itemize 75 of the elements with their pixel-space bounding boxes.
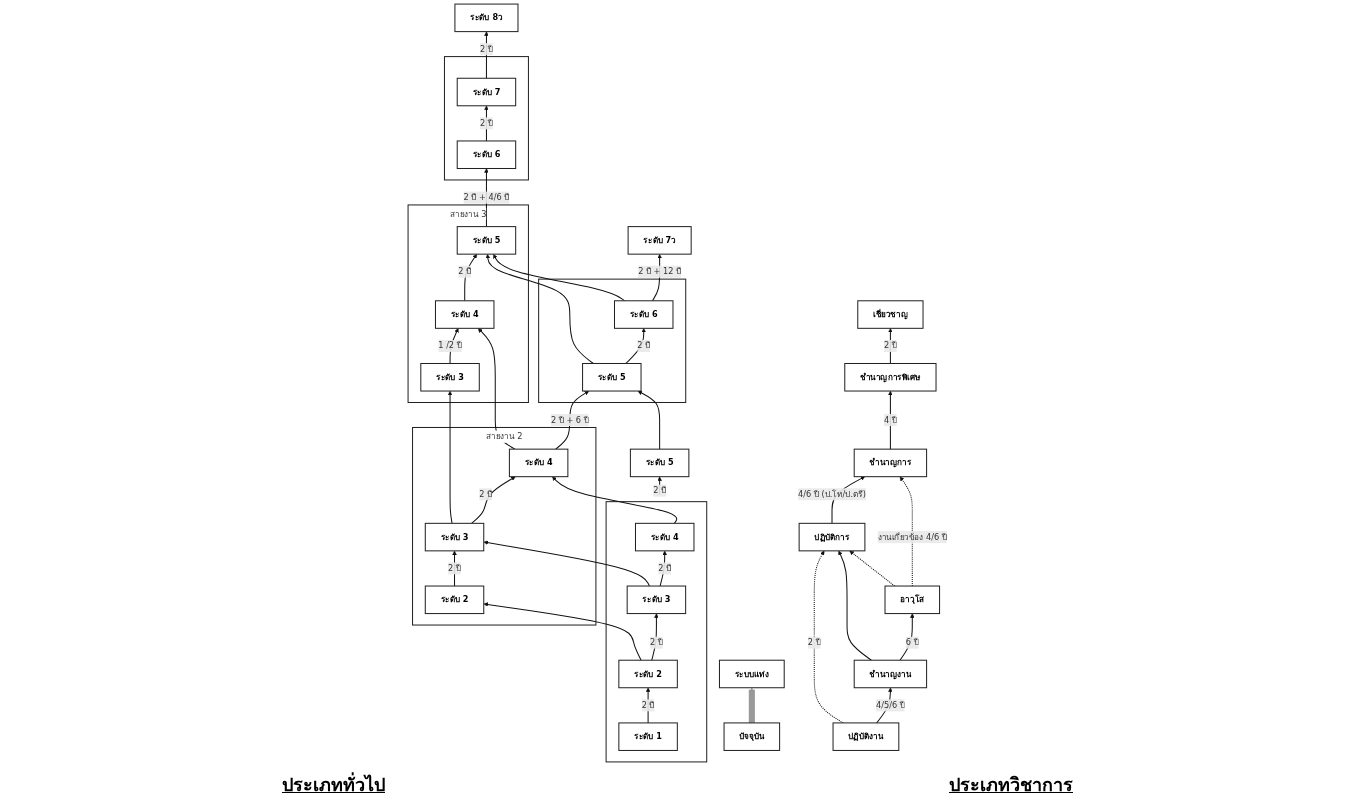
node-box: เชี่ยวชาญ xyxy=(857,300,924,329)
edge-label: งานเกี่ยวข้อง 4/6 ปี xyxy=(877,531,947,542)
edge-label: 2 ปี xyxy=(480,118,493,128)
node-box: ระดับ 7ว xyxy=(627,226,692,255)
node-box: ระดับ 4 xyxy=(635,522,695,552)
arrow xyxy=(651,613,659,661)
node-box: ชำนาญการพิเศษ xyxy=(844,363,937,392)
node-box: ระดับ 3 xyxy=(626,585,687,615)
edge-label: 2 ปี + 6 ปี xyxy=(550,414,589,425)
caption-text: ประเภทวิชาการ xyxy=(949,773,1073,797)
arrow xyxy=(449,328,459,364)
arrow xyxy=(849,550,896,587)
node-box: ระดับ 6 xyxy=(456,140,517,169)
edge-label: 2 ปี + 12 ปี xyxy=(638,266,682,277)
arrow xyxy=(484,31,489,79)
arrow xyxy=(452,550,457,587)
arrow xyxy=(471,476,516,524)
node-box: ระดับ 2 xyxy=(424,585,485,615)
edge-label: 2 ปี + 4/6 ปี xyxy=(463,192,510,203)
edge-label: 2 ปี xyxy=(641,700,655,710)
node-box: ปฏิบัติงาน xyxy=(832,722,900,751)
edge-label: 4/6 ปี (ป.โท/ป.ตรี) xyxy=(798,489,866,499)
node-box: ระดับ 4 xyxy=(434,300,495,329)
arrow xyxy=(888,328,893,364)
arrow xyxy=(899,476,913,587)
arrow xyxy=(447,390,453,524)
cluster xyxy=(538,278,687,403)
edge-label: 2 ปี xyxy=(807,637,821,648)
node-box: ชำนาญงาน xyxy=(853,659,928,689)
node-box: ระดับ 3 xyxy=(424,522,485,552)
arrow xyxy=(464,253,478,302)
arrow xyxy=(888,390,893,450)
edge-label: 6 ปี xyxy=(905,637,919,648)
node-box: ระดับ 5 xyxy=(629,448,690,478)
arrow xyxy=(748,687,755,724)
arrow xyxy=(493,253,626,302)
caption-text: ประเภททั่วไป xyxy=(282,771,385,797)
arrow xyxy=(625,328,646,364)
node-box: ระบบแท่ง xyxy=(718,659,785,689)
node-box: ระดับ 3 xyxy=(420,363,480,392)
node-box: ระดับ 1 xyxy=(618,722,678,751)
cluster xyxy=(605,501,708,763)
edge-label: 2 ปี xyxy=(883,340,897,351)
arrow xyxy=(483,602,642,661)
edge-label: 1 /2 ปี xyxy=(438,340,462,351)
node-box: ปฏิบัติการ xyxy=(798,522,866,552)
arrow xyxy=(483,540,650,587)
arrow xyxy=(645,687,651,724)
edge-label: 2 ปี xyxy=(479,489,493,499)
node-box: ระดับ 7 xyxy=(456,77,517,107)
edge-label: 2 ปี xyxy=(448,563,461,574)
edge-label: 4/5/6 ปี xyxy=(876,700,905,710)
node-box: ระดับ 5 xyxy=(582,363,642,392)
edge-label: 2 ปี xyxy=(658,563,672,574)
edge-label: 2 ปี xyxy=(649,637,663,648)
arrow xyxy=(485,253,594,364)
arrow xyxy=(637,390,661,450)
edge-label: 4 ปี xyxy=(883,414,897,425)
cluster xyxy=(443,56,529,181)
arrow xyxy=(659,550,667,587)
edge-label: 2 ปี xyxy=(458,266,472,277)
edge-label: 2 ปี xyxy=(480,44,493,54)
node-box: ชำนาญการ xyxy=(853,448,928,478)
arrow xyxy=(838,550,872,661)
node-box: ปัจจุบัน xyxy=(723,722,781,751)
edge-label: 2 ปี xyxy=(653,485,667,496)
node-box: ระดับ 6 xyxy=(614,300,674,329)
node-box: ระดับ 4 xyxy=(508,448,569,478)
arrow xyxy=(477,328,516,450)
node-box: ระดับ 2 xyxy=(618,659,678,689)
node-box: ระดับ 5 xyxy=(456,226,517,255)
node-box: อาวุโส xyxy=(884,585,941,615)
node-box: ระดับ 8ว xyxy=(454,3,519,33)
arrow xyxy=(484,105,489,142)
edge-label: 2 ปี xyxy=(637,340,651,351)
